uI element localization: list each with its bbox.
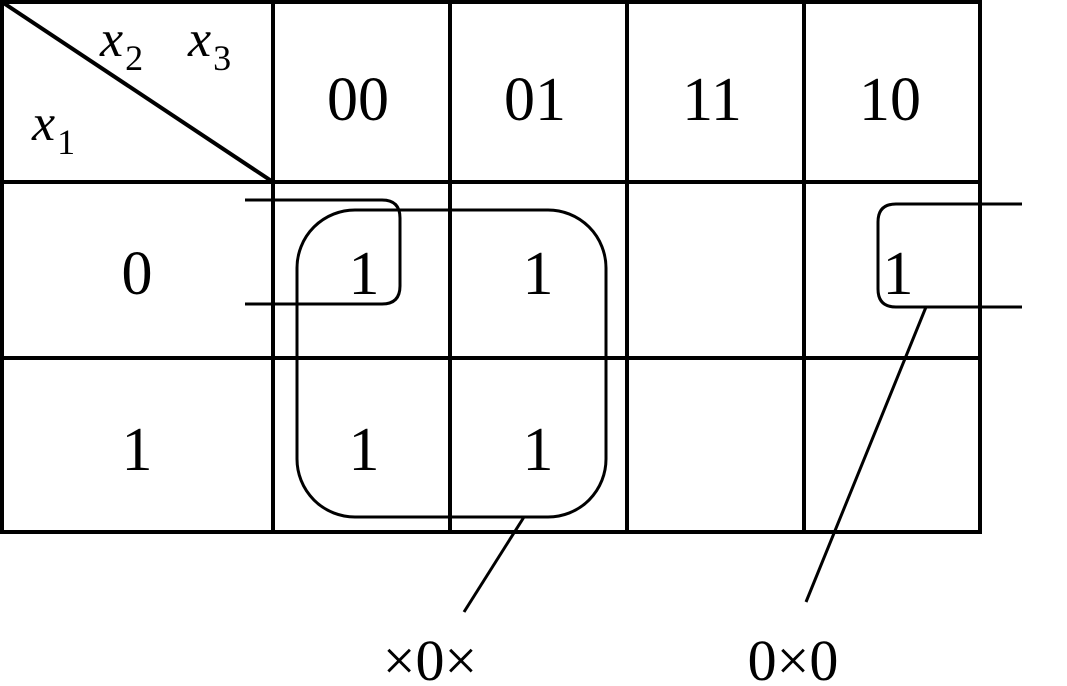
group-loop-large: [295, 208, 608, 519]
col-var-x2: x2: [99, 11, 143, 78]
leader-line-corner: [804, 306, 928, 603]
corner-diagonal: [0, 0, 275, 184]
row-header-1: 1: [122, 416, 153, 484]
group-label-large: ×0×: [383, 628, 477, 686]
row-var-x1: x1: [31, 95, 75, 162]
cell-r0-c10: 1: [883, 240, 914, 308]
col-header-00: 00: [327, 66, 389, 134]
map-frame: [0, 0, 982, 534]
cell-r1-c01: 1: [523, 416, 554, 484]
row-header-0: 0: [122, 240, 153, 308]
group-label-corner: 0×0: [748, 628, 839, 686]
cell-r0-c00: 1: [349, 240, 380, 308]
col-header-10: 10: [859, 66, 921, 134]
group-loop-wrap-right: [876, 202, 1022, 309]
cell-r0-c01: 1: [523, 240, 554, 308]
cell-r1-c00: 1: [349, 416, 380, 484]
leader-line-large: [462, 516, 526, 613]
col-header-11: 11: [682, 66, 742, 134]
col-header-01: 01: [504, 66, 566, 134]
col-var-x3: x3: [187, 11, 231, 78]
group-loop-wrap-left: [245, 198, 402, 306]
